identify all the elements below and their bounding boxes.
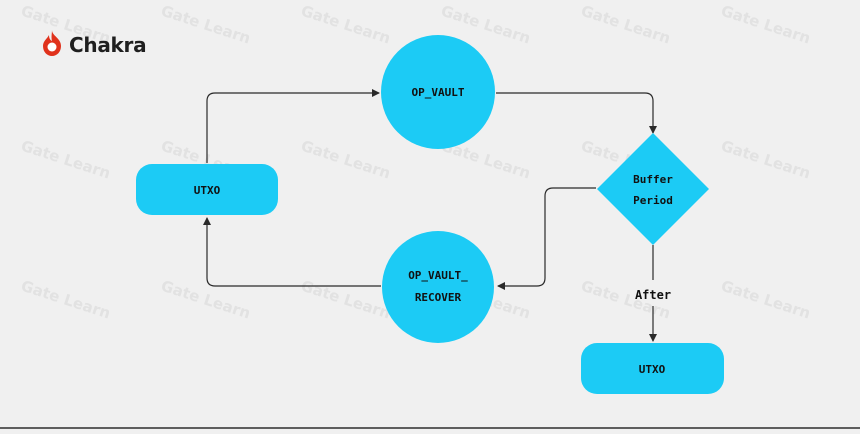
edge-buffer-to-recover bbox=[497, 187, 596, 290]
node-op-vault: OP_VAULT bbox=[381, 35, 495, 149]
utxo-bottom-label: UTXO bbox=[639, 363, 666, 376]
edge-utxo-to-op-vault bbox=[206, 89, 380, 163]
watermark-text: Gate Learn bbox=[579, 2, 673, 48]
node-op-vault-recover: OP_VAULT_ RECOVER bbox=[382, 231, 494, 343]
watermark-text: Gate Learn bbox=[719, 137, 813, 183]
watermark-text: Gate Learn bbox=[159, 277, 253, 323]
utxo-left-label: UTXO bbox=[194, 184, 221, 197]
buffer-period-line1: Buffer bbox=[633, 173, 673, 186]
buffer-period-line2: Period bbox=[633, 194, 673, 207]
edge-recover-to-utxo bbox=[203, 217, 381, 287]
edges bbox=[203, 89, 657, 342]
edge-op-vault-to-buffer bbox=[496, 92, 657, 134]
watermark-text: Gate Learn bbox=[159, 2, 253, 48]
node-buffer-period: Buffer Period bbox=[597, 133, 709, 245]
op-vault-recover-line1: OP_VAULT_ bbox=[408, 269, 468, 282]
bottom-divider bbox=[0, 427, 860, 429]
watermark-text: Gate Learn bbox=[299, 137, 393, 183]
watermark-text: Gate Learn bbox=[19, 137, 113, 183]
watermark-text: Gate Learn bbox=[719, 2, 813, 48]
watermark-text: Gate Learn bbox=[19, 277, 113, 323]
logo-text: Chakra bbox=[69, 33, 147, 57]
node-utxo-bottom: UTXO bbox=[581, 343, 724, 394]
watermark-text: Gate Learn bbox=[299, 2, 393, 48]
op-vault-label: OP_VAULT bbox=[412, 86, 465, 99]
node-utxo-left: UTXO bbox=[136, 164, 278, 215]
op-vault-recover-line2: RECOVER bbox=[415, 291, 462, 304]
watermark-text: Gate Learn bbox=[299, 277, 393, 323]
watermark-text: Gate Learn bbox=[719, 277, 813, 323]
chakra-logo: Chakra bbox=[40, 29, 147, 61]
flame-icon bbox=[40, 29, 64, 61]
edge-label-after: After bbox=[635, 288, 671, 302]
